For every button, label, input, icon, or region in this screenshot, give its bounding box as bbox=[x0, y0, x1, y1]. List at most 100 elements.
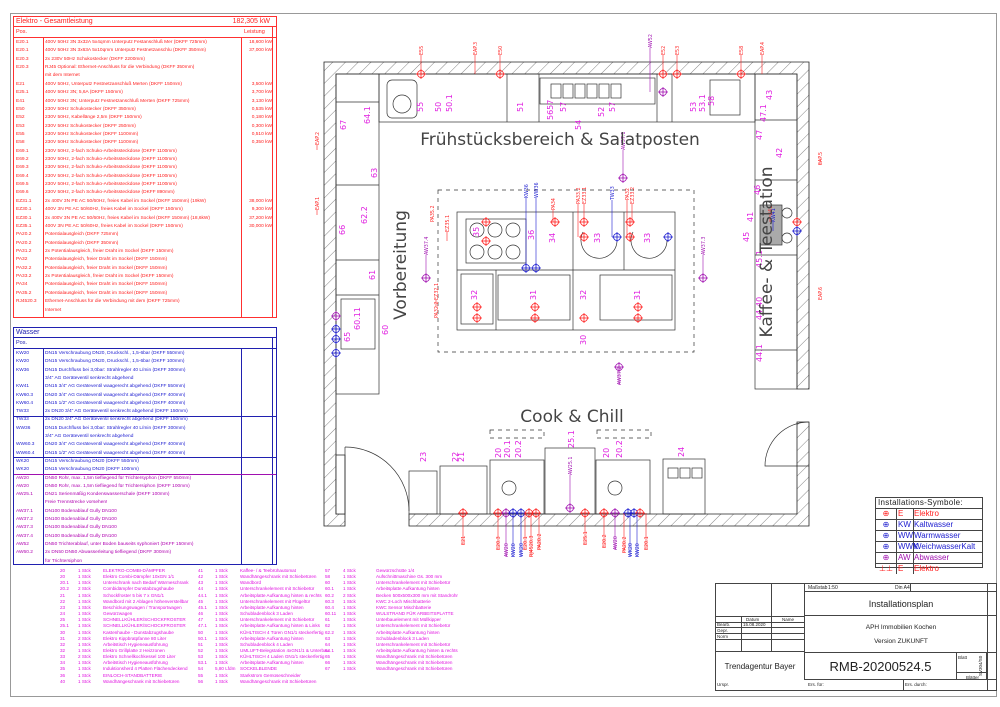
col-power: Leistung bbox=[244, 29, 265, 35]
equipment-number: 36 bbox=[527, 230, 536, 240]
elektro-title: Elektro - Gesamtleistung bbox=[16, 18, 93, 25]
norm-label: Norm bbox=[717, 634, 728, 639]
wasser-table-header: Wasser bbox=[14, 328, 276, 338]
row-pos: E69.5 bbox=[16, 182, 29, 188]
equipment-number: 40 bbox=[755, 297, 764, 307]
equipment-number: 64.1 bbox=[363, 106, 372, 124]
equipment-number: 45.1 bbox=[755, 250, 764, 268]
equipment-qty: 1 Stck bbox=[215, 678, 228, 684]
legend-label: Elektro bbox=[914, 509, 939, 518]
row-power: 0,300 kW bbox=[251, 123, 272, 129]
equipment-num: 41 bbox=[198, 568, 204, 573]
row-pos: EZ30.1 bbox=[16, 207, 32, 213]
equipment-num: 34 bbox=[60, 660, 66, 666]
equipment-desc: Gewürzschütte 1/4 bbox=[376, 568, 415, 573]
row-desc: DN100 Bodenablauf Gully DN100 bbox=[45, 533, 117, 539]
room-label-cookchill: Cook & Chill bbox=[520, 407, 623, 427]
equipment-qty: 1 Stck bbox=[78, 629, 91, 635]
equipment-desc: Arbeitsplatte Aufkantung hinten bbox=[376, 629, 440, 635]
connection-label: EAP.6 bbox=[818, 287, 824, 300]
gepr-label: Gepr. bbox=[717, 628, 729, 633]
connection-label: E20.1 bbox=[644, 536, 650, 550]
equipment-num: 20 bbox=[60, 568, 66, 573]
equipment-num: 33 bbox=[60, 654, 66, 660]
equipment-num: 45 bbox=[198, 598, 204, 604]
room-label-breakfast: Frühstücksbereich & Salatposten bbox=[420, 130, 700, 150]
connection-label: KW20 bbox=[635, 543, 641, 557]
row-desc: DN15 1/2" AG Geräteventil waagerecht abg… bbox=[45, 450, 186, 456]
row-power: 3,130 kW bbox=[251, 98, 272, 104]
equipment-number: 55 bbox=[416, 102, 425, 112]
equipment-num: 58 bbox=[325, 574, 331, 580]
equipment-qty: 1 Stck bbox=[343, 604, 356, 610]
connection-label: EZ32.1 bbox=[434, 283, 440, 300]
equipment-number: 5657 bbox=[546, 100, 555, 120]
equipment-qty: 1 Stck bbox=[343, 611, 356, 617]
equipment-qty: 1 Stck bbox=[343, 635, 356, 641]
equipment-qty: 1 Stck bbox=[215, 654, 228, 660]
equipment-desc: Unterschrankelement mit Schiebetür bbox=[376, 580, 451, 586]
equipment-num: 66 bbox=[325, 660, 331, 666]
equipment-num: 20.1 bbox=[60, 580, 69, 586]
legend-code: AW bbox=[897, 553, 914, 563]
equipment-desc: WULSTRAND FÜR ARBEITSPLATTE bbox=[376, 611, 454, 617]
row-desc: DN100 Bodenablauf Gully DN100 bbox=[45, 508, 117, 514]
equipment-qty: 1 Stck bbox=[215, 592, 228, 598]
equipment-qty: 1 Stck bbox=[78, 580, 91, 586]
equipment-desc: Unterschrankelement mit Schiebetür bbox=[240, 586, 315, 592]
row-desc: DN15 1/2" AG Geräteventil waagerecht abg… bbox=[45, 400, 186, 406]
equipment-num: 25.1 bbox=[60, 623, 69, 629]
equipment-desc: Elektro Kippbratpfanne 80 Liter bbox=[103, 635, 167, 641]
equipment-number: 50.1 bbox=[445, 94, 454, 112]
wasser-column-header: Pos. bbox=[14, 338, 276, 349]
equipment-qty: 1 Stck bbox=[78, 666, 91, 672]
equipment-qty: 1 Stck bbox=[343, 580, 356, 586]
equipment-desc: KÜHLTISCH 4 Türen GN1/1 steckerfertig bbox=[240, 629, 324, 635]
group-separator bbox=[14, 474, 276, 475]
connection-point-icon bbox=[531, 508, 541, 518]
equipment-number: 20.1 bbox=[503, 440, 512, 458]
connection-label: AW37.2 bbox=[617, 367, 623, 385]
connection-symbol-icon: ⊕ bbox=[876, 531, 897, 541]
row-desc: für Trichtersiphon bbox=[45, 558, 83, 564]
equipment-desc: Wandhängeschrank mit Schiebetüren bbox=[376, 660, 453, 666]
equipment-qty: 2 Stck bbox=[78, 635, 91, 641]
connection-label: PA33.2 bbox=[576, 187, 582, 204]
equipment-num: 32 bbox=[60, 647, 66, 653]
equipment-number: 41 bbox=[746, 212, 755, 222]
equipment-qty: 1 Stck bbox=[343, 666, 356, 672]
drawing-frame bbox=[10, 13, 997, 697]
connection-symbol-icon: ⊕ bbox=[876, 542, 897, 552]
row-pos: E52 bbox=[16, 115, 25, 121]
connection-label: EZ33.2 bbox=[630, 187, 636, 204]
equipment-number: 46 bbox=[753, 185, 762, 195]
connection-label: PA20.2 bbox=[537, 533, 543, 550]
equipment-num: 44.1 bbox=[198, 592, 207, 598]
row-pos: RJ4520.3 bbox=[16, 299, 37, 305]
connection-label: AW52 bbox=[648, 34, 654, 48]
equipment-desc: SCHNELLKÜHLER/SCHOCKFROSTER bbox=[103, 623, 186, 629]
row-desc: Freie Trennstrecke vorsehen! bbox=[45, 500, 108, 506]
equipment-desc: Kastenhaube - Dunstabzugshaube bbox=[103, 629, 174, 635]
connection-label: AW37.4 bbox=[424, 237, 430, 255]
equipment-num: 40 bbox=[60, 678, 66, 684]
connection-label: AW37.3 bbox=[701, 237, 707, 255]
row-desc: 230V 50Hz, 2-fach Schuko-Arbeitssteckdos… bbox=[45, 148, 177, 154]
row-power: 0,350 kW bbox=[251, 140, 272, 146]
equipment-number: 57 bbox=[608, 102, 617, 112]
row-power: 0,510 kW bbox=[251, 131, 272, 137]
row-pos: AW20 bbox=[16, 483, 29, 489]
row-desc: 230V 50Hz, 2-fach Schuko-Arbeitssteckdos… bbox=[45, 157, 177, 163]
row-pos: PA35.2 bbox=[16, 290, 32, 296]
row-pos: KW20 bbox=[16, 351, 30, 356]
